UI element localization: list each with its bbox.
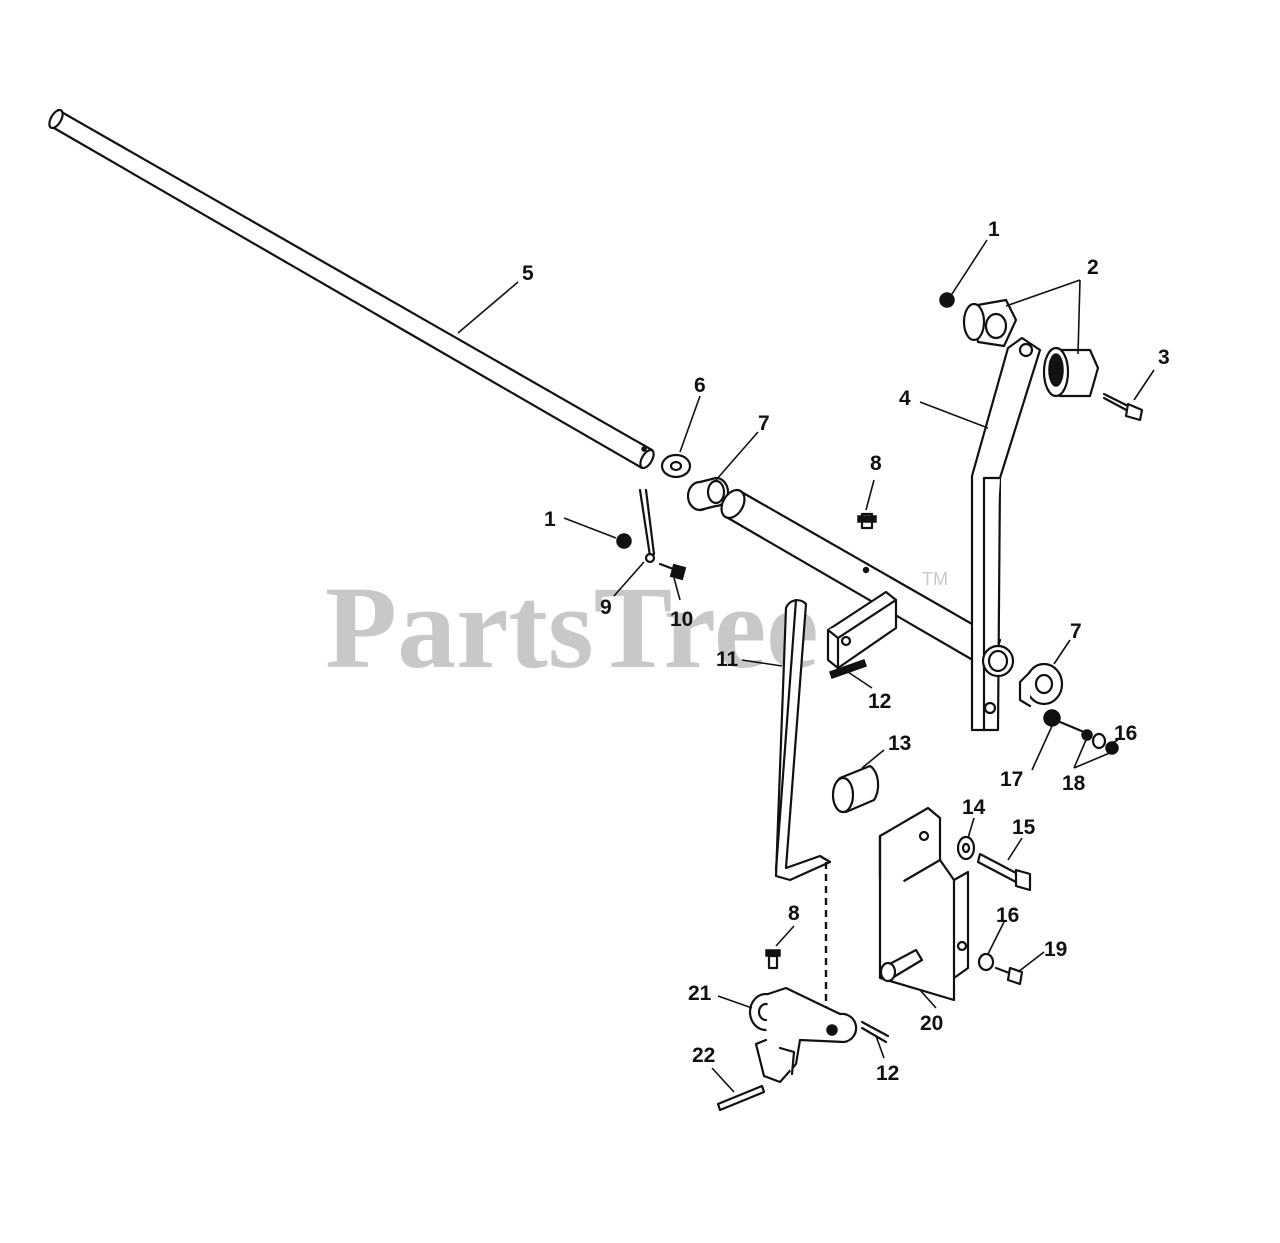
callout-7-upper: 7 (758, 412, 770, 435)
callout-12-lower: 12 (876, 1062, 899, 1085)
watermark-text: PartsTree (325, 562, 819, 693)
part-16-washer-upper (1091, 732, 1107, 750)
leader-lines (457, 239, 1155, 1093)
callout-15: 15 (1012, 816, 1036, 839)
part-13-spacer (831, 764, 880, 814)
part-18-lockwasher (1081, 729, 1093, 741)
lift-shaft-tube (720, 488, 1002, 672)
callout-7-lower: 7 (1070, 620, 1082, 643)
callout-2: 2 (1087, 256, 1099, 279)
callout-10: 10 (670, 608, 693, 631)
callout-9: 9 (600, 596, 612, 619)
part-20-bracket (878, 806, 970, 1002)
part-3-bolt (1102, 392, 1144, 422)
callout-11: 11 (716, 648, 739, 671)
part-16-washer-lower (977, 952, 995, 972)
part-6-washer (660, 453, 692, 479)
part-1-nut-upper (939, 292, 955, 308)
part-12-pin-lower (860, 1020, 890, 1044)
callout-4: 4 (899, 387, 911, 410)
part-7-bushing-upper (686, 476, 730, 512)
part-8-screw-upper (857, 512, 877, 530)
part-4-lift-lever (970, 336, 1042, 732)
callout-21: 21 (688, 982, 712, 1005)
callout-3: 3 (1158, 346, 1170, 369)
part-15-bolt (976, 852, 1032, 892)
part-21-crank-arm (748, 986, 858, 1084)
part-5-lift-rod (48, 108, 655, 470)
callout-16-lower: 16 (996, 904, 1019, 927)
callout-17: 17 (1000, 768, 1023, 791)
part-2-knob-cap (962, 298, 1100, 398)
watermark: PartsTree TM (325, 562, 948, 693)
part-9-cotter-pin (638, 488, 656, 564)
callout-8-upper: 8 (870, 452, 882, 475)
part-22-pin (716, 1084, 766, 1112)
callout-12-upper: 12 (868, 690, 891, 713)
callout-8-lower: 8 (788, 902, 800, 925)
callout-18: 18 (1062, 772, 1086, 795)
part-7-bushing-lower (1018, 662, 1064, 708)
part-12-pin-upper (829, 659, 867, 679)
callout-22: 22 (692, 1044, 715, 1067)
part-8-screw-lower (765, 949, 781, 970)
part-14-washer (956, 835, 976, 861)
callout-13: 13 (888, 732, 911, 755)
part-1-nut-lower (616, 533, 632, 549)
callout-14: 14 (962, 796, 986, 819)
callout-20: 20 (920, 1012, 943, 1035)
callout-numbers: 1 2 3 4 5 6 7 8 1 9 10 11 7 12 13 16 17 … (522, 218, 1170, 1085)
watermark-trademark: TM (922, 569, 948, 589)
callout-1-lower: 1 (544, 508, 556, 531)
callout-19: 19 (1044, 938, 1067, 961)
callout-16-upper: 16 (1114, 722, 1137, 745)
part-10-screw (658, 562, 687, 581)
callout-6: 6 (694, 374, 706, 397)
shaft-arm-plate (826, 590, 898, 670)
part-11-link-rod (774, 598, 832, 882)
callout-1-upper: 1 (988, 218, 1000, 241)
callout-5: 5 (522, 262, 534, 285)
part-19-screw (994, 966, 1024, 986)
